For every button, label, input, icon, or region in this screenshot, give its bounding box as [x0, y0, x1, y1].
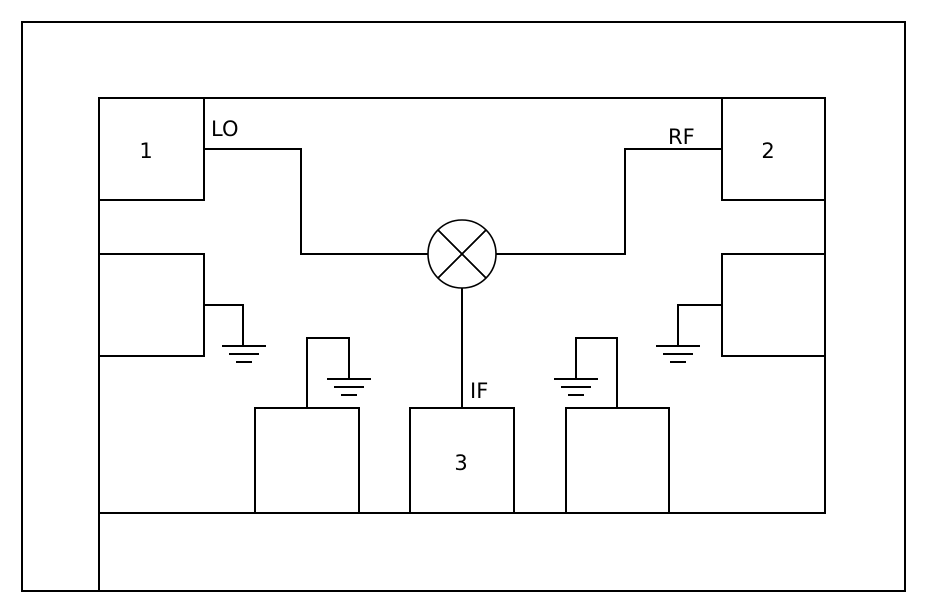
pad-3-label: 3: [454, 451, 467, 475]
lo-port-label: LO: [211, 117, 238, 141]
pad-ground-bottom-left: [254, 407, 360, 514]
pad-3: 3: [409, 407, 515, 514]
rf-port-label: RF: [668, 125, 695, 149]
ground-icon: [656, 304, 722, 363]
pad-1: 1: [98, 97, 205, 201]
ground-icon: [554, 337, 618, 408]
if-port-label: IF: [470, 379, 488, 403]
ground-icon: [204, 304, 266, 363]
ground-icon: [306, 337, 371, 408]
pad-ground-right: [721, 253, 826, 357]
pad-1-label: 1: [139, 139, 152, 163]
rf-trace: [496, 148, 722, 255]
pad-ground-bottom-right: [565, 407, 670, 514]
pad-ground-left: [98, 253, 205, 357]
mixer-icon: [427, 219, 497, 289]
pad-2: 2: [721, 97, 826, 201]
lo-trace: [204, 148, 428, 255]
pad-2-label: 2: [761, 139, 774, 163]
outer-frame: [21, 21, 906, 592]
